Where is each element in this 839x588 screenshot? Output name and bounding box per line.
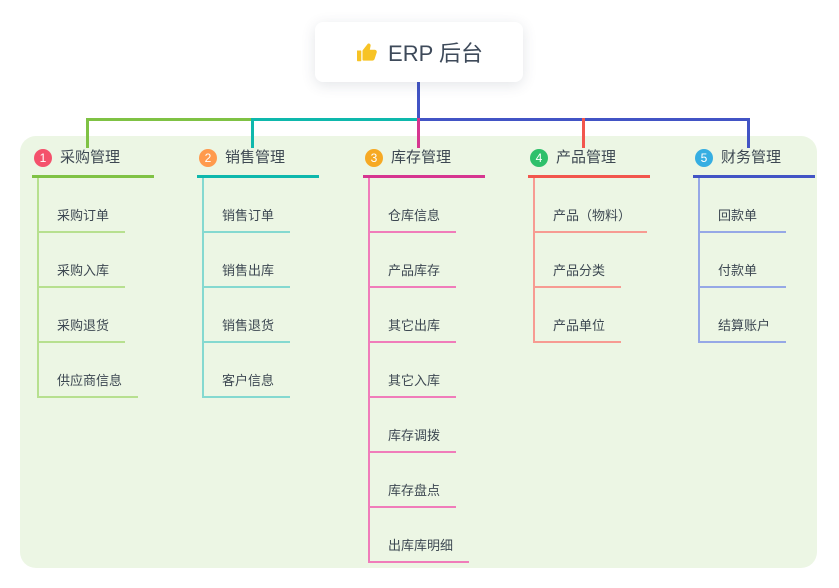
child-label: 库存调拨 (388, 428, 441, 443)
child-node[interactable]: 出库库明细 (368, 508, 470, 563)
root-node[interactable]: ERP 后台 (315, 22, 523, 82)
branch-label: 产品管理 (556, 149, 617, 166)
child-node[interactable]: 产品（物料） (533, 178, 648, 233)
branch-children: 回款单付款单结算账户 (698, 178, 815, 343)
child-label: 采购订单 (57, 208, 110, 223)
child-label: 客户信息 (222, 373, 275, 388)
branch-number-badge: 4 (530, 148, 548, 167)
child-label: 产品分类 (553, 263, 606, 278)
child-node[interactable]: 结算账户 (698, 288, 787, 343)
child-node[interactable]: 采购入库 (37, 233, 126, 288)
branch-label: 采购管理 (60, 149, 121, 166)
branch-children: 采购订单采购入库采购退货供应商信息 (37, 178, 154, 398)
child-node[interactable]: 产品库存 (368, 233, 457, 288)
child-node[interactable]: 库存调拨 (368, 398, 457, 453)
child-label: 销售订单 (222, 208, 275, 223)
branch-库存管理: 3 库存管理仓库信息产品库存其它出库其它入库库存调拨库存盘点出库库明细 (363, 147, 485, 563)
child-node[interactable]: 其它出库 (368, 288, 457, 343)
child-label: 结算账户 (718, 318, 771, 333)
child-label: 产品（物料） (553, 208, 632, 223)
child-label: 付款单 (718, 263, 758, 278)
branch-title[interactable]: 2 销售管理 (197, 147, 319, 178)
child-node[interactable]: 客户信息 (202, 343, 291, 398)
branch-label: 财务管理 (721, 149, 782, 166)
child-label: 采购入库 (57, 263, 110, 278)
child-node[interactable]: 回款单 (698, 178, 786, 233)
branch-children: 仓库信息产品库存其它出库其它入库库存调拨库存盘点出库库明细 (368, 178, 485, 563)
branch-label: 库存管理 (391, 149, 452, 166)
child-label: 供应商信息 (57, 373, 123, 388)
child-node[interactable]: 销售订单 (202, 178, 291, 233)
branch-title[interactable]: 3 库存管理 (363, 147, 485, 178)
children-connector-line (368, 178, 370, 563)
child-node[interactable]: 仓库信息 (368, 178, 457, 233)
branch-销售管理: 2 销售管理销售订单销售出库销售退货客户信息 (197, 147, 319, 398)
children-connector-line (698, 178, 700, 343)
child-label: 出库库明细 (388, 538, 454, 553)
child-label: 采购退货 (57, 318, 110, 333)
connector-line (251, 118, 254, 148)
branch-title[interactable]: 1 采购管理 (32, 147, 154, 178)
child-node[interactable]: 采购订单 (37, 178, 126, 233)
connector-line (417, 82, 420, 121)
child-node[interactable]: 产品单位 (533, 288, 622, 343)
child-node[interactable]: 其它入库 (368, 343, 457, 398)
connector-line (251, 118, 418, 121)
branch-采购管理: 1 采购管理采购订单采购入库采购退货供应商信息 (32, 147, 154, 398)
group-panel (20, 136, 817, 568)
child-label: 产品单位 (553, 318, 606, 333)
root-label: ERP 后台 (388, 41, 483, 66)
branch-title[interactable]: 4 产品管理 (528, 147, 650, 178)
child-node[interactable]: 库存盘点 (368, 453, 457, 508)
child-node[interactable]: 采购退货 (37, 288, 126, 343)
child-node[interactable]: 销售出库 (202, 233, 291, 288)
child-label: 销售退货 (222, 318, 275, 333)
child-node[interactable]: 供应商信息 (37, 343, 139, 398)
child-node[interactable]: 销售退货 (202, 288, 291, 343)
thumbs-up-icon (355, 40, 379, 64)
branch-number-badge: 3 (365, 148, 383, 167)
child-label: 库存盘点 (388, 483, 441, 498)
children-connector-line (533, 178, 535, 343)
connector-line (747, 118, 750, 148)
child-label: 回款单 (718, 208, 758, 223)
branch-number-badge: 5 (695, 148, 713, 167)
child-node[interactable]: 付款单 (698, 233, 786, 288)
branch-财务管理: 5 财务管理回款单付款单结算账户 (693, 147, 815, 343)
connector-line (86, 118, 89, 148)
branch-title[interactable]: 5 财务管理 (693, 147, 815, 178)
child-label: 仓库信息 (388, 208, 441, 223)
child-label: 其它入库 (388, 373, 441, 388)
connector-line (417, 118, 420, 148)
children-connector-line (202, 178, 204, 398)
child-label: 其它出库 (388, 318, 441, 333)
branch-number-badge: 2 (199, 148, 217, 167)
branch-number-badge: 1 (34, 148, 52, 167)
connector-line (582, 118, 585, 148)
child-label: 销售出库 (222, 263, 275, 278)
children-connector-line (37, 178, 39, 398)
branch-children: 产品（物料） 产品分类产品单位 (533, 178, 650, 343)
branch-children: 销售订单销售出库销售退货客户信息 (202, 178, 319, 398)
child-node[interactable]: 产品分类 (533, 233, 622, 288)
child-label: 产品库存 (388, 263, 441, 278)
branch-产品管理: 4 产品管理产品（物料） 产品分类产品单位 (528, 147, 650, 343)
branch-label: 销售管理 (225, 149, 286, 166)
